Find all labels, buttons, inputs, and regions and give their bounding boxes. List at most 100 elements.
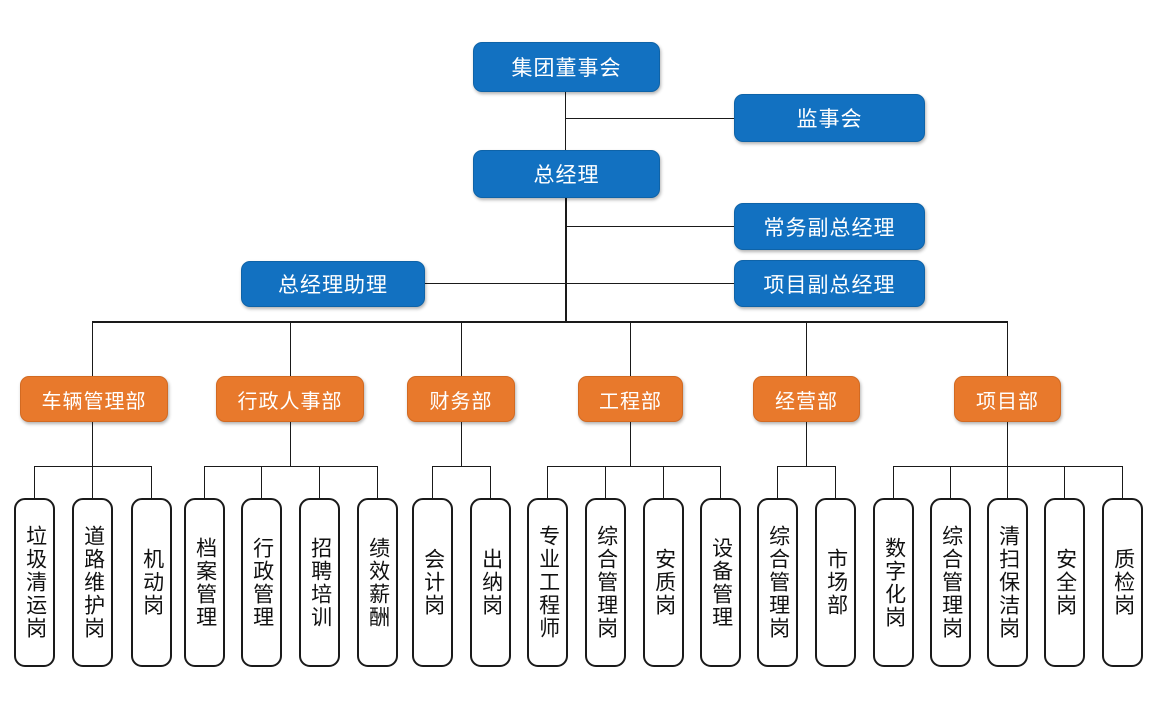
leaf-box[interactable]: 清扫保洁岗 xyxy=(987,498,1028,667)
node-department-4-label: 经营部 xyxy=(775,390,838,413)
leaf-box[interactable]: 安质岗 xyxy=(643,498,684,667)
connector-bus-to-dept-1 xyxy=(290,321,291,376)
leaf-box[interactable]: 数字化岗 xyxy=(873,498,914,667)
connector-dept-4-leaf-1 xyxy=(835,466,836,498)
leaf-label: 档案管理 xyxy=(193,536,217,629)
leaf-label: 道路维护岗 xyxy=(81,525,105,640)
leaf-label: 专业工程师 xyxy=(536,525,560,640)
node-department-0-label: 车辆管理部 xyxy=(41,390,147,413)
node-executive-deputy-gm[interactable]: 常务副总经理 xyxy=(734,203,925,250)
node-supervisory-board-label: 监事会 xyxy=(796,108,863,131)
leaf-label: 安全岗 xyxy=(1053,548,1077,617)
connector-dept-5-leaf-2 xyxy=(1007,466,1008,498)
leaf-label: 综合管理岗 xyxy=(939,525,963,640)
node-gm-assistant[interactable]: 总经理助理 xyxy=(241,261,425,307)
connector-bus-to-dept-2 xyxy=(461,321,462,376)
leaf-label: 质检岗 xyxy=(1111,548,1135,617)
connector-dept-4-stem xyxy=(806,422,807,466)
leaf-box[interactable]: 行政管理 xyxy=(241,498,282,667)
leaf-box[interactable]: 设备管理 xyxy=(700,498,741,667)
connector-board-to-gm xyxy=(565,92,566,152)
node-department-2[interactable]: 财务部 xyxy=(407,376,515,422)
connector-dept-4-bus xyxy=(777,466,835,467)
leaf-label: 行政管理 xyxy=(250,536,274,629)
node-department-4[interactable]: 经营部 xyxy=(753,376,860,422)
connector-bus-to-dept-4 xyxy=(806,321,807,376)
connector-dept-1-leaf-3 xyxy=(377,466,378,498)
leaf-box[interactable]: 道路维护岗 xyxy=(72,498,113,667)
connector-dept-3-leaf-3 xyxy=(720,466,721,498)
connector-dept-2-stem xyxy=(461,422,462,466)
leaf-box[interactable]: 会计岗 xyxy=(412,498,453,667)
connector-dept-3-leaf-2 xyxy=(663,466,664,498)
connector-dept-3-leaf-0 xyxy=(547,466,548,498)
leaf-box[interactable]: 垃圾清运岗 xyxy=(14,498,55,667)
leaf-box[interactable]: 出纳岗 xyxy=(470,498,511,667)
leaf-box[interactable]: 档案管理 xyxy=(184,498,225,667)
node-general-manager[interactable]: 总经理 xyxy=(473,150,660,198)
leaf-box[interactable]: 综合管理岗 xyxy=(585,498,626,667)
leaf-label: 出纳岗 xyxy=(479,548,503,617)
leaf-label: 会计岗 xyxy=(421,548,445,617)
connector-bus-to-dept-5 xyxy=(1007,321,1008,376)
node-project-deputy-gm-label: 项目副总经理 xyxy=(763,273,896,297)
node-department-3-label: 工程部 xyxy=(599,390,662,413)
leaf-label: 招聘培训 xyxy=(308,536,332,629)
node-executive-deputy-gm-label: 常务副总经理 xyxy=(763,216,896,240)
leaf-box[interactable]: 安全岗 xyxy=(1044,498,1085,667)
leaf-label: 数字化岗 xyxy=(882,536,906,629)
node-board-label: 集团董事会 xyxy=(511,57,622,80)
node-department-0[interactable]: 车辆管理部 xyxy=(20,376,168,422)
leaf-label: 绩效薪酬 xyxy=(366,536,390,629)
node-project-deputy-gm[interactable]: 项目副总经理 xyxy=(734,260,925,307)
connector-dept-5-leaf-4 xyxy=(1122,466,1123,498)
leaf-label: 市场部 xyxy=(824,548,848,617)
leaf-box[interactable]: 招聘培训 xyxy=(299,498,340,667)
connector-dept-5-leaf-3 xyxy=(1064,466,1065,498)
connector-dept-1-bus xyxy=(204,466,377,467)
connector-dept-5-leaf-1 xyxy=(950,466,951,498)
connector-dept-1-leaf-2 xyxy=(319,466,320,498)
connector-dept-1-stem xyxy=(290,422,291,466)
connector-dept-4-leaf-0 xyxy=(777,466,778,498)
connector-gm-assistant xyxy=(425,283,566,284)
node-board[interactable]: 集团董事会 xyxy=(473,42,660,92)
leaf-box[interactable]: 专业工程师 xyxy=(527,498,568,667)
connector-dept-3-stem xyxy=(630,422,631,466)
connector-bus-to-dept-3 xyxy=(630,321,631,376)
leaf-box[interactable]: 综合管理岗 xyxy=(930,498,971,667)
node-department-3[interactable]: 工程部 xyxy=(578,376,683,422)
leaf-box[interactable]: 质检岗 xyxy=(1102,498,1143,667)
connector-dept-0-leaf-2 xyxy=(151,466,152,498)
connector-dept-2-leaf-1 xyxy=(490,466,491,498)
leaf-label: 综合管理岗 xyxy=(594,525,618,640)
leaf-box[interactable]: 综合管理岗 xyxy=(757,498,798,667)
connector-gm-trunk xyxy=(565,198,567,322)
connector-dept-0-stem xyxy=(92,422,93,466)
leaf-label: 设备管理 xyxy=(709,536,733,629)
leaf-label: 综合管理岗 xyxy=(766,525,790,640)
connector-gm-to-project-deputy xyxy=(565,283,735,284)
node-general-manager-label: 总经理 xyxy=(533,164,600,187)
leaf-label: 机动岗 xyxy=(140,548,164,617)
connector-dept-0-leaf-0 xyxy=(34,466,35,498)
connector-gm-to-supervisory xyxy=(565,118,735,119)
node-department-1-label: 行政人事部 xyxy=(237,390,343,413)
connector-dept-2-bus xyxy=(432,466,490,467)
leaf-box[interactable]: 市场部 xyxy=(815,498,856,667)
connector-dept-1-leaf-0 xyxy=(204,466,205,498)
leaf-box[interactable]: 机动岗 xyxy=(131,498,172,667)
connector-dept-5-leaf-0 xyxy=(893,466,894,498)
connector-dept-1-leaf-1 xyxy=(261,466,262,498)
node-department-1[interactable]: 行政人事部 xyxy=(216,376,364,422)
department-bus xyxy=(92,321,1008,323)
leaf-label: 安质岗 xyxy=(652,548,676,617)
connector-dept-2-leaf-0 xyxy=(432,466,433,498)
leaf-label: 清扫保洁岗 xyxy=(996,525,1020,640)
node-supervisory-board[interactable]: 监事会 xyxy=(734,94,925,142)
node-department-5[interactable]: 项目部 xyxy=(954,376,1061,422)
connector-bus-to-dept-0 xyxy=(92,321,93,376)
connector-dept-0-leaf-1 xyxy=(92,466,93,498)
leaf-box[interactable]: 绩效薪酬 xyxy=(357,498,398,667)
